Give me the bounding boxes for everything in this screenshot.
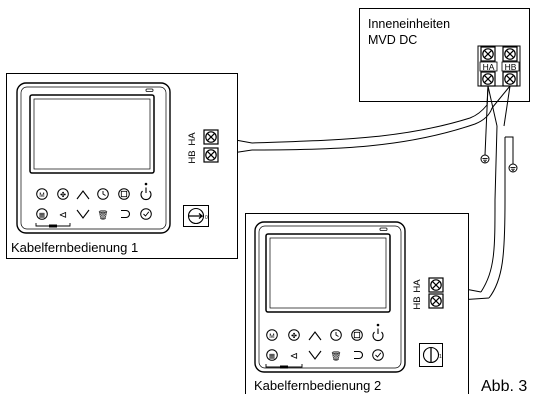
svg-text:▦: ▦ [39, 212, 45, 219]
svg-text:▦: ▦ [269, 353, 275, 360]
down-arrow-icon [76, 209, 90, 219]
svg-text:✤: ✤ [60, 191, 66, 199]
controller-1-terminal-ha-label: HA [187, 132, 198, 146]
indoor-unit-model: MVD DC [368, 33, 417, 47]
fan-button-icon [288, 329, 300, 341]
indoor-unit-box: Inneneinheiten MVD DC HA HB [359, 8, 530, 102]
figure-label: Abb. 3 [481, 378, 527, 394]
controller-2: M ✤ ▦ ⊲ 🗑 1 [245, 213, 469, 394]
back-icon [121, 209, 131, 219]
controller-1: M ✤ ▦ ⊲ 🗑 0 [6, 73, 238, 259]
grid-button-icon [36, 208, 48, 220]
down-arrow-icon [308, 350, 322, 360]
indoor-terminal-ha-label: HA [483, 62, 495, 72]
power-icon [140, 190, 152, 201]
controller-1-terminal-hb-label: HB [187, 150, 198, 163]
svg-text:M: M [39, 192, 44, 199]
power-icon [372, 331, 384, 342]
controller-1-buttons: M ✤ ▦ ⊲ 🗑 [35, 182, 152, 228]
controller-1-switch-mark: 0 [205, 215, 208, 221]
svg-text:M: M [269, 333, 274, 340]
fan-button-icon [57, 188, 69, 200]
svg-text:✤: ✤ [291, 332, 297, 340]
controller-2-terminal-block: HA HB [412, 277, 444, 310]
controller-2-switch-mark: 1 [439, 354, 442, 360]
controller-1-rotary-switch: 0 [183, 205, 209, 227]
function-button-icon [118, 188, 130, 200]
grid-button-icon [266, 349, 278, 361]
indoor-terminal-block: HA HB [477, 45, 521, 87]
indoor-terminal-hb-label: HB [505, 62, 517, 72]
up-arrow-icon [308, 331, 322, 341]
delete-icon: 🗑 [97, 210, 108, 220]
mode-button-icon [266, 329, 278, 341]
mode-button-icon [36, 188, 48, 200]
ok-button-icon [140, 208, 152, 220]
controller-2-terminal-hb-label: HB [412, 296, 423, 309]
ground-icon [480, 154, 490, 164]
controller-2-buttons: M ✤ ▦ ⊲ 🗑 [265, 323, 384, 369]
back-icon [354, 350, 364, 360]
function-button-icon [351, 329, 363, 341]
indoor-unit-title: Inneneinheiten [368, 17, 450, 31]
swing-icon: ⊲ [59, 210, 67, 221]
ok-button-icon [372, 349, 384, 361]
controller-2-terminal-ha-label: HA [412, 279, 423, 293]
controller-1-terminal-block: HA HB [187, 129, 219, 164]
swing-icon: ⊲ [290, 351, 298, 362]
controller-1-label: Kabelfernbedienung 1 [11, 240, 138, 255]
controller-2-rotary-switch: 1 [419, 343, 443, 367]
ground-icon [508, 163, 518, 173]
delete-icon: 🗑 [330, 351, 341, 361]
controller-2-label: Kabelfernbedienung 2 [254, 378, 381, 393]
up-arrow-icon [76, 190, 90, 200]
ground-wires [480, 85, 518, 173]
